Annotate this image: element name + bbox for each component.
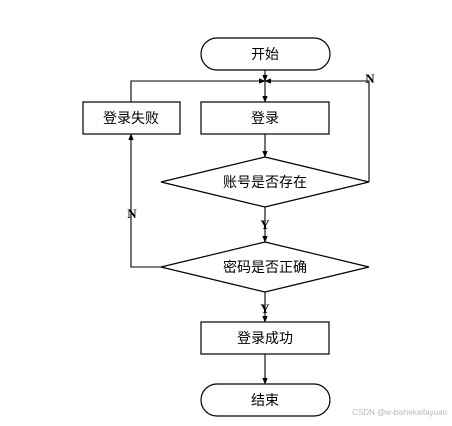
connectors bbox=[128, 70, 370, 385]
account-exists-label: 账号是否存在 bbox=[223, 175, 307, 191]
login-success-node: 登录成功 bbox=[200, 321, 330, 355]
edge-account-no bbox=[264, 78, 370, 182]
edge-label-account-yes: Y bbox=[260, 217, 270, 232]
edge-label-account-no: N bbox=[365, 71, 375, 86]
password-correct-decision: 密码是否正确 bbox=[160, 241, 370, 293]
password-correct-label: 密码是否正确 bbox=[223, 259, 307, 276]
end-node: 结束 bbox=[200, 383, 331, 417]
edge-password-no bbox=[128, 133, 161, 268]
login-fail-label: 登录失败 bbox=[103, 111, 159, 127]
edge-label-password-yes: Y bbox=[260, 301, 270, 316]
watermark: CSDN @w-bishekaifayuan bbox=[352, 408, 447, 417]
start-node: 开始 bbox=[200, 37, 331, 71]
edge-fail-merge bbox=[130, 78, 266, 102]
login-fail-node: 登录失败 bbox=[82, 101, 181, 135]
start-label: 开始 bbox=[251, 47, 279, 63]
account-exists-decision: 账号是否存在 bbox=[160, 156, 370, 208]
edge-label-password-no: N bbox=[127, 206, 137, 221]
login-node: 登录 bbox=[200, 101, 330, 135]
login-label: 登录 bbox=[251, 111, 279, 127]
end-label: 结束 bbox=[251, 393, 279, 409]
login-success-label: 登录成功 bbox=[237, 331, 293, 347]
